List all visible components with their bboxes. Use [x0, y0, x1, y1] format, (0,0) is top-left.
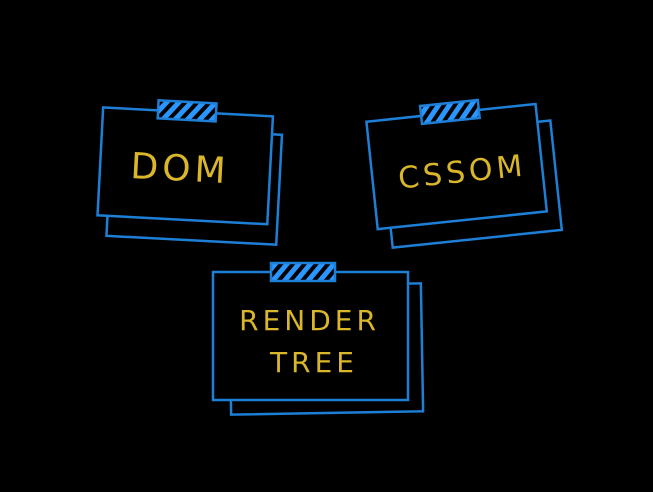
render-tree-card-clip — [269, 261, 337, 283]
render-tree-card-label: RENDER TREE — [239, 304, 393, 379]
dom-card-clip — [156, 99, 218, 123]
render-tree-card-front-sheet — [211, 270, 410, 402]
render-tree-card: RENDER TREE — [211, 261, 425, 416]
dom-card: DOM — [96, 99, 284, 247]
cssom-card: CSSOM — [365, 98, 564, 250]
dom-card-label: DOM — [129, 146, 230, 192]
cssom-card-clip — [418, 98, 482, 126]
